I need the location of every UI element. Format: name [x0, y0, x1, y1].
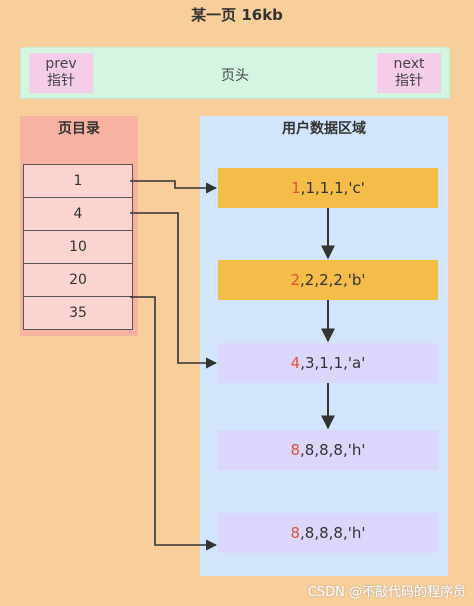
- record-values: ,3,1,1,'a': [300, 354, 366, 372]
- prev-pointer-label: 指针: [47, 73, 75, 89]
- page-title: 某一页 16kb: [191, 6, 283, 24]
- page-directory: 页目录 1 4 10 20 35: [20, 116, 138, 336]
- record-values: ,1,1,1,'c': [300, 179, 365, 197]
- directory-slot: 10: [23, 230, 133, 264]
- record-key: 8: [290, 524, 301, 542]
- record-values: ,8,8,8,'h': [300, 441, 366, 459]
- record-values: ,2,2,2,'b': [300, 271, 366, 289]
- record-key: 8: [290, 441, 301, 459]
- prev-pointer-name: prev: [45, 56, 77, 72]
- link-slot-1-to-record-1: [130, 180, 218, 194]
- record-key: 4: [290, 354, 301, 372]
- user-data-area-title: 用户数据区域: [282, 121, 366, 137]
- directory-slot: 35: [23, 296, 133, 330]
- link-slot-35-to-record-8: [130, 296, 218, 551]
- record: 1,1,1,1,'c': [218, 168, 438, 208]
- record: 4,3,1,1,'a': [218, 343, 438, 383]
- link-slot-4-to-record-4: [130, 212, 218, 369]
- page-directory-title: 页目录: [58, 121, 100, 137]
- record-values: ,8,8,8,'h': [300, 524, 366, 542]
- page-header: prev 指针 页头 next 指针: [20, 47, 450, 99]
- prev-pointer-box: prev 指针: [29, 53, 93, 93]
- record-key: 1: [291, 179, 301, 197]
- header-label: 页头: [221, 68, 249, 84]
- next-pointer-box: next 指针: [377, 53, 441, 93]
- directory-slot: 20: [23, 263, 133, 297]
- record: 2,2,2,2,'b': [218, 260, 438, 300]
- record: 8,8,8,8,'h': [218, 430, 438, 470]
- next-pointer-name: next: [393, 56, 425, 72]
- record-key: 2: [290, 271, 301, 289]
- watermark: CSDN @不敲代码的程序员: [307, 585, 466, 600]
- next-pointer-label: 指针: [395, 73, 423, 89]
- record: 8,8,8,8,'h': [218, 513, 438, 553]
